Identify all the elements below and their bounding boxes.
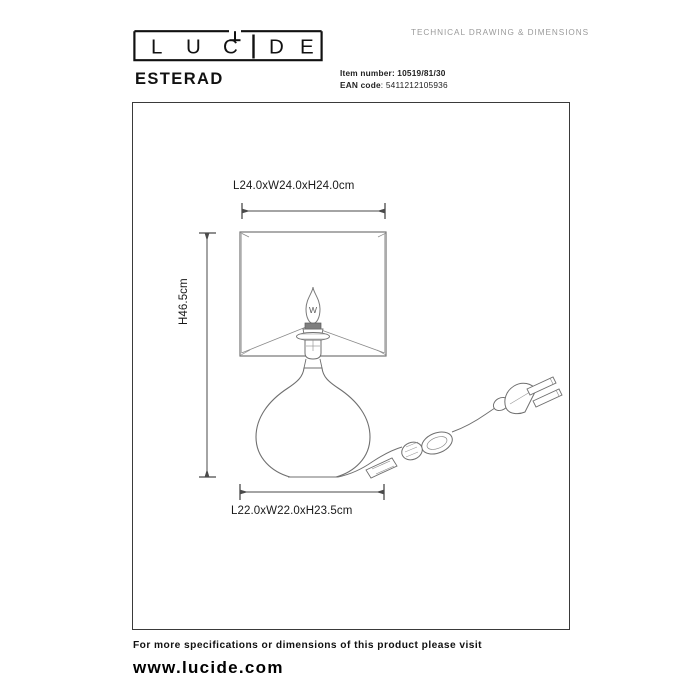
ean-code-value: 5411212105936	[385, 79, 448, 90]
ean-code-separator: :	[380, 79, 386, 90]
product-meta: Item number: 10519/81/30 EAN code: 54112…	[340, 68, 448, 91]
item-number-row: Item number: 10519/81/30	[340, 68, 448, 80]
dimension-label-bottom: L22.0xW22.0xH23.5cm	[231, 505, 353, 517]
dimension-label-top: L24.0xW24.0xH24.0cm	[233, 180, 355, 192]
technical-drawing-label: TECHNICAL DRAWING & DIMENSIONS	[411, 28, 590, 37]
item-number-value: 10519/81/30	[397, 68, 446, 78]
dimension-label-height: H46.5cm	[178, 278, 190, 325]
logo-letter-D: D	[269, 36, 284, 59]
page-header: L U C D E TECHNICAL DRAWING & DIMENSIONS…	[0, 0, 700, 100]
footer-text: For more specifications or dimensions of…	[133, 640, 482, 651]
item-number-label: Item number:	[340, 68, 395, 78]
page-title: ESTERAD	[135, 70, 224, 88]
footer-website-link[interactable]: www.lucide.com	[133, 658, 284, 677]
logo-letter-E: E	[300, 36, 314, 59]
ean-code-row: EAN code: 5411212105936	[340, 80, 448, 92]
logo-letter-L: L	[151, 36, 162, 59]
ean-code-label: EAN code	[340, 79, 381, 90]
logo-letter-U: U	[186, 36, 201, 59]
logo-letter-C: C	[223, 36, 238, 59]
lucide-logo: L U C D E	[133, 26, 323, 62]
